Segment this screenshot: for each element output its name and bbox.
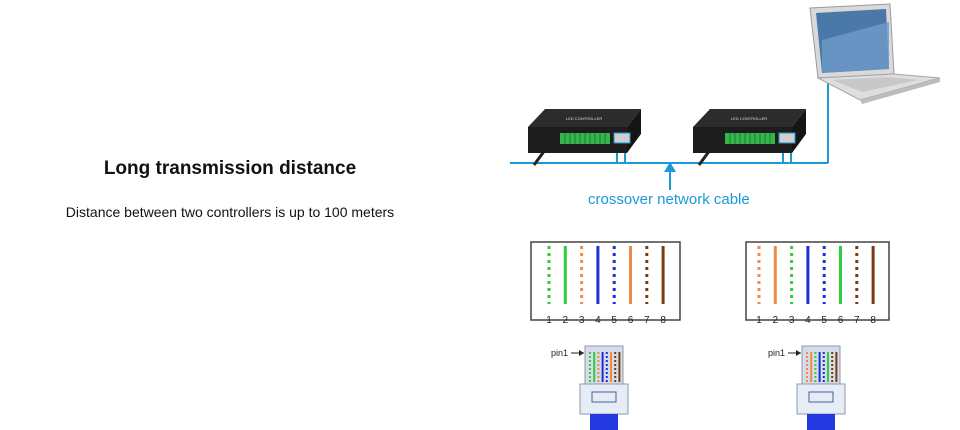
pin-number: 2 — [773, 315, 779, 326]
pin1-label: pin1 — [768, 348, 785, 358]
ethernet-port — [778, 132, 796, 144]
pin-number: 7 — [644, 315, 650, 326]
pin-number: 1 — [546, 315, 552, 326]
wiring-left-wires — [547, 246, 665, 304]
rj45-plug-left: pin1 — [551, 345, 629, 430]
controller-label: LED CONTROLLER — [731, 116, 767, 121]
wiring-right-wires — [757, 246, 875, 304]
feature-heading: Long transmission distance — [103, 158, 357, 179]
pin-number: 8 — [870, 315, 876, 326]
ethernet-port — [613, 132, 631, 144]
caption-arrow-icon — [664, 162, 676, 172]
pin1-label: pin1 — [551, 348, 568, 358]
pin-number: 3 — [789, 315, 795, 326]
cable-caption: crossover network cable — [588, 191, 750, 208]
wiring-diagram-left — [530, 241, 681, 321]
feature-description: Distance between two controllers is up t… — [65, 204, 395, 220]
pin-number: 4 — [595, 315, 601, 326]
led-controller-1: LED CONTROLLER — [528, 109, 641, 166]
rj45-plug-right: pin1 — [768, 345, 846, 430]
pin-number: 4 — [805, 315, 811, 326]
network-cable-end — [807, 414, 835, 430]
rj45-connector — [584, 345, 624, 387]
pin-number: 3 — [579, 315, 585, 326]
rj45-connector — [801, 345, 841, 387]
pin-number: 5 — [821, 315, 827, 326]
pin-number: 1 — [756, 315, 762, 326]
pin-number: 5 — [611, 315, 617, 326]
pin-number: 7 — [854, 315, 860, 326]
pin-number: 8 — [660, 315, 666, 326]
pin-number: 2 — [563, 315, 569, 326]
led-controller-2: LED CONTROLLER — [693, 109, 806, 166]
pin-number: 6 — [628, 315, 634, 326]
laptop-icon — [809, 3, 941, 104]
controller-label: LED CONTROLLER — [566, 116, 602, 121]
wiring-diagram-right — [745, 241, 890, 321]
network-cable-end — [590, 414, 618, 430]
pin-number: 6 — [838, 315, 844, 326]
